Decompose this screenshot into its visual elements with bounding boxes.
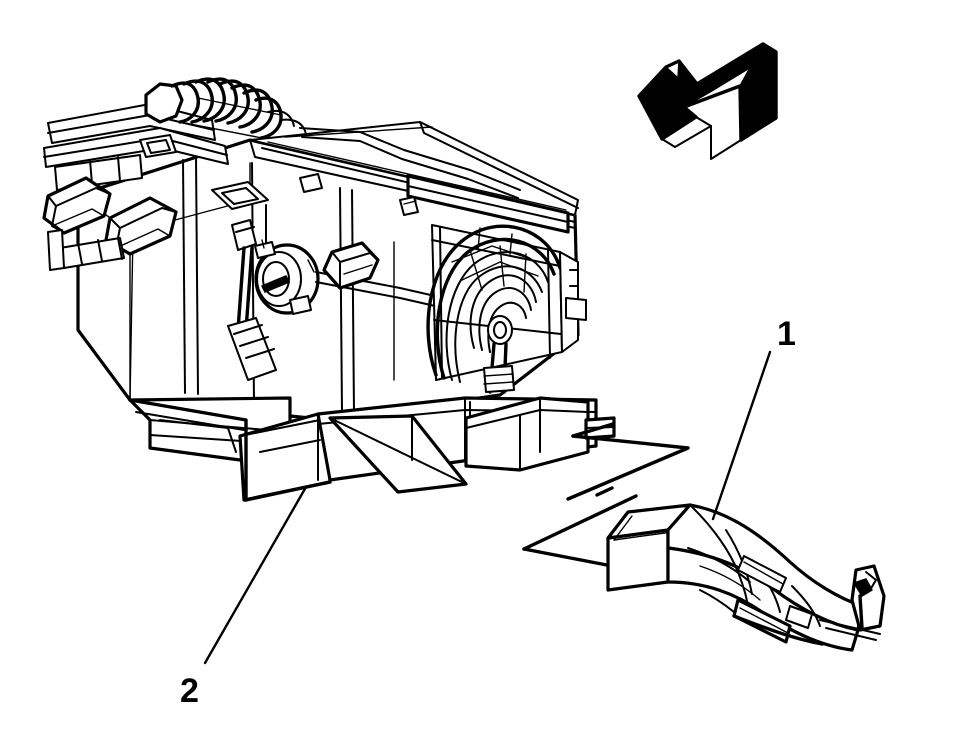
- leader-line-1: [711, 350, 772, 521]
- hvac-module-assembly: [42, 77, 616, 502]
- vent-outlet-stub-upper: [42, 176, 112, 235]
- zigzag-alignment-indicator: [522, 422, 690, 568]
- wiring-harness-conduit: [144, 77, 307, 140]
- floor-air-outlet-duct: [606, 503, 886, 652]
- installation-direction-arrow: [637, 42, 778, 160]
- blower-wheel: [426, 224, 563, 394]
- callout-numbers: 1 2: [180, 315, 796, 710]
- actuator-motor: [254, 243, 320, 315]
- callout-number-1: 1: [777, 315, 796, 353]
- leader-line-2: [203, 485, 308, 665]
- duct-mounting-tab: [819, 564, 886, 641]
- callout-leader-lines: [203, 350, 772, 665]
- callout-number-2: 2: [180, 672, 199, 710]
- lower-outlet-plenum: [128, 396, 598, 502]
